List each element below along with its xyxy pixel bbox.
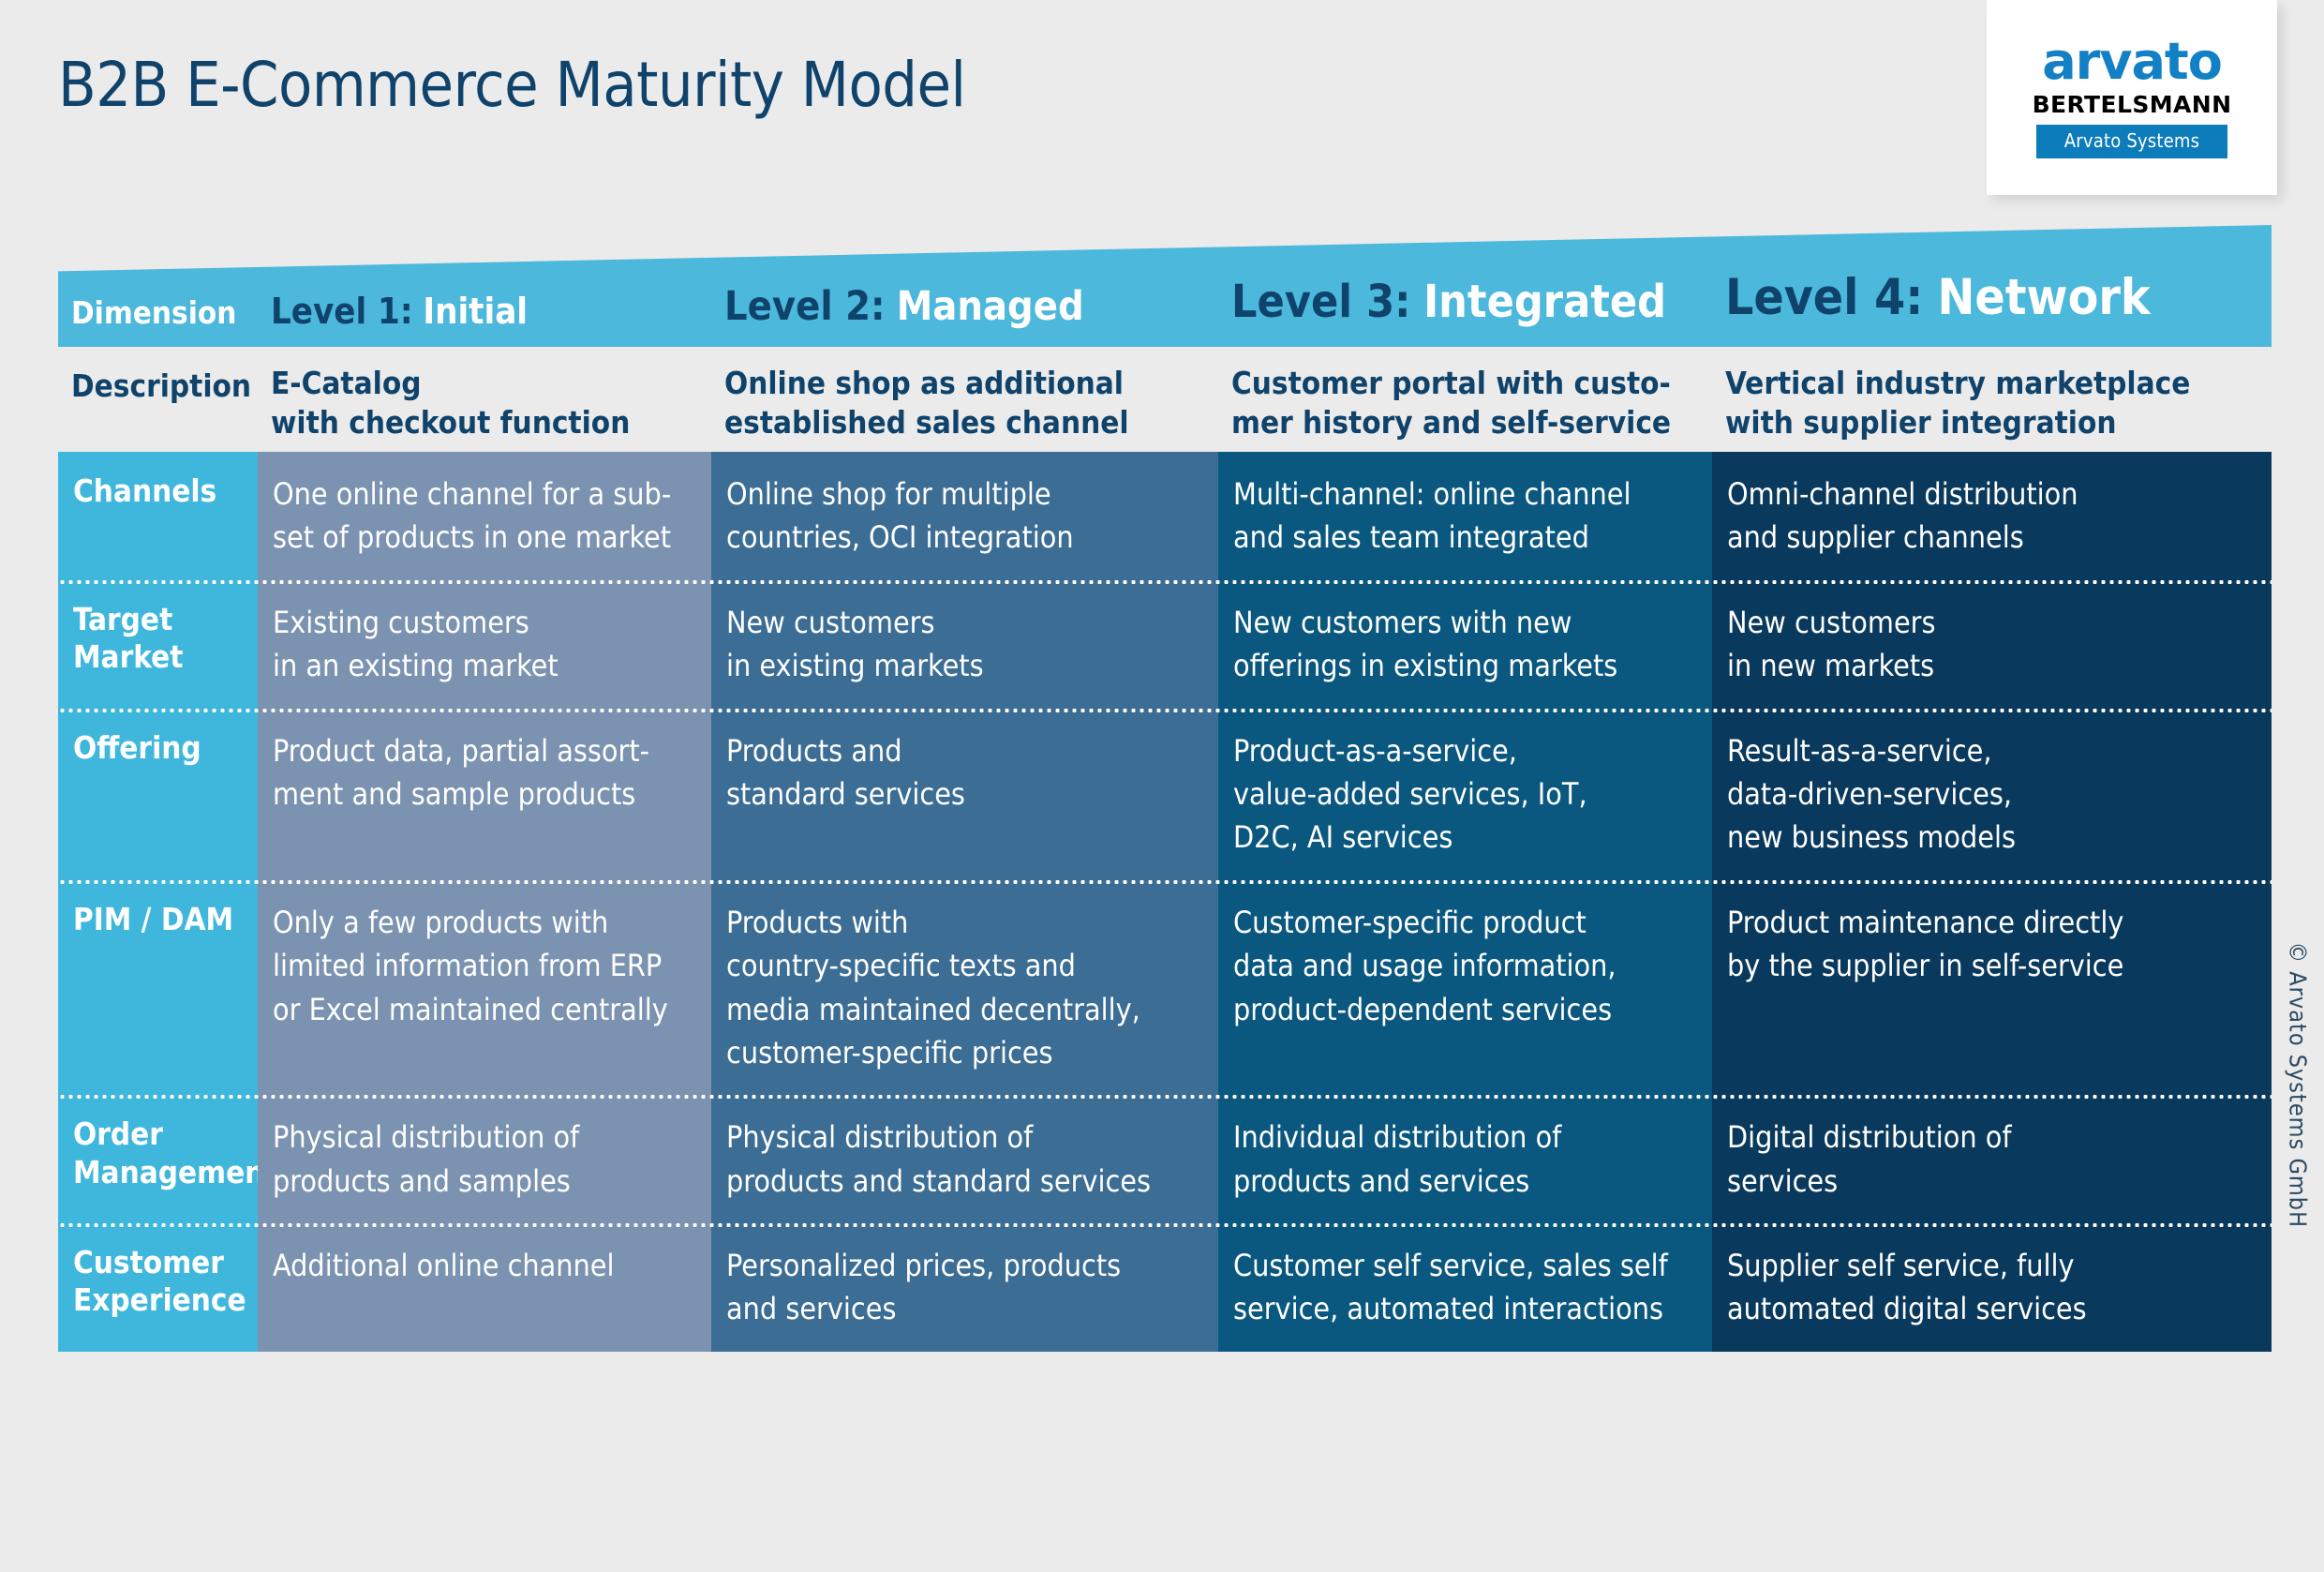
arvato-logo: arvato BERTELSMANN Arvato Systems: [1987, 0, 2277, 195]
copyright-notice: © Arvato Systems GmbH: [2284, 941, 2311, 1228]
header-level-2: Level 2: Managed: [711, 283, 1218, 347]
cell-offering-level-3: Product-as-a-service,value-added service…: [1218, 708, 1712, 880]
page-title: B2B E-Commerce Maturity Model: [58, 49, 966, 121]
cell-offering-level-4: Result-as-a-service,data-driven-services…: [1712, 708, 2272, 880]
table-row: Offering Product data, partial assort-me…: [58, 708, 2272, 880]
row-label-pim-dam: PIM / DAM: [58, 879, 258, 1096]
level-3-name: Integrated: [1423, 276, 1667, 328]
header-dimension-label: Dimension: [71, 294, 237, 331]
cell-offering-level-1: Product data, partial assort-ment and sa…: [258, 708, 711, 880]
description-row-label: Description: [71, 367, 252, 404]
cell-customer-experience-level-1: Additional online channel: [258, 1223, 711, 1352]
cell-channels-level-1: One online channel for a sub-set of prod…: [258, 452, 711, 580]
header-level-4: Level 4: Network: [1712, 269, 2272, 347]
maturity-model-table: Dimension Level 1: Initial Level 2: Mana…: [58, 225, 2272, 1352]
level-3-number: Level 3:: [1231, 276, 1411, 328]
level-4-name: Network: [1937, 269, 2151, 326]
level-1-name: Initial: [423, 291, 528, 332]
level-2-number: Level 2:: [724, 283, 886, 330]
header-level-1: Level 1: Initial: [258, 291, 711, 347]
logo-brand-text: arvato: [2042, 32, 2223, 91]
row-label-offering: Offering: [58, 708, 258, 880]
table-body: Channels One online channel for a sub-se…: [58, 452, 2272, 1352]
table-header-band: Dimension Level 1: Initial Level 2: Mana…: [58, 225, 2272, 347]
table-row: Channels One online channel for a sub-se…: [58, 452, 2272, 580]
logo-group-text: BERTELSMANN: [2032, 91, 2232, 118]
level-4-number: Level 4:: [1725, 269, 1924, 326]
header-level-3: Level 3: Integrated: [1218, 276, 1712, 347]
row-label-channels: Channels: [58, 452, 258, 580]
level-2-name: Managed: [896, 283, 1084, 330]
description-level-3: Customer portal with custo-mer history a…: [1231, 365, 1672, 442]
logo-unit-badge: Arvato Systems: [2035, 125, 2228, 158]
header-row: Dimension Level 1: Initial Level 2: Mana…: [58, 225, 2272, 347]
level-1-number: Level 1:: [271, 291, 413, 332]
